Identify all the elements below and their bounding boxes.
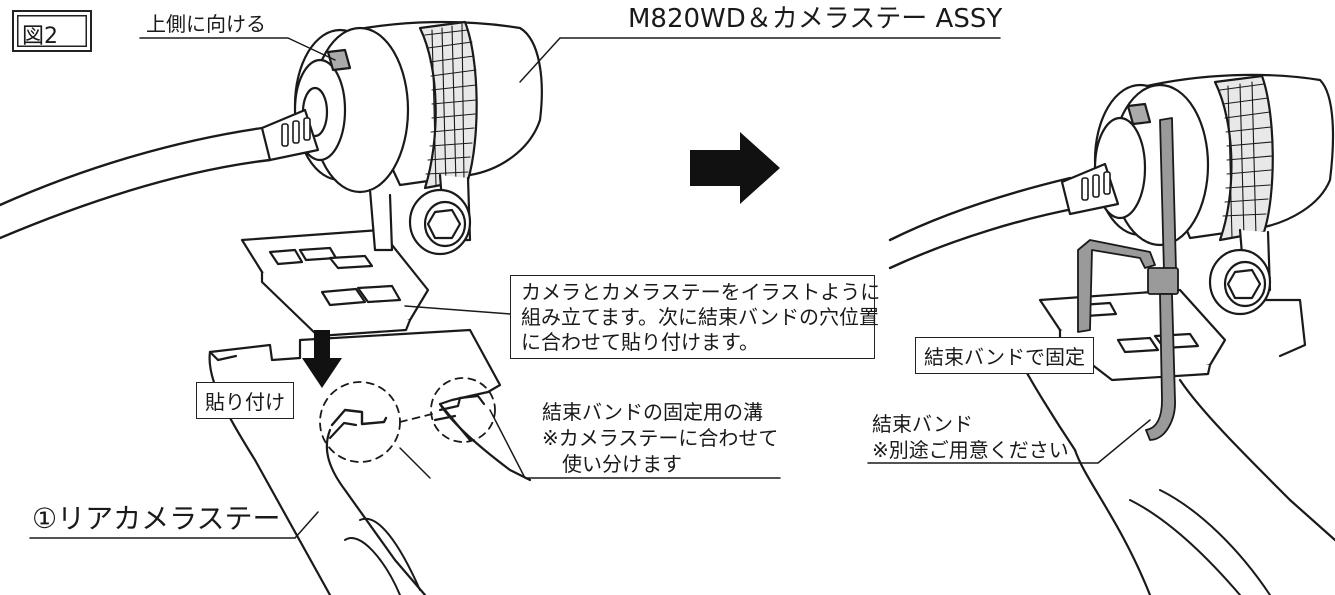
groove-title: 結束バンドの固定用の溝 xyxy=(542,400,763,424)
face-up-label: 上側に向ける xyxy=(146,12,266,36)
camera-plate-left xyxy=(240,228,430,338)
band-note: ※別途ご用意ください xyxy=(872,438,1069,462)
band-label: 結束バンド xyxy=(872,412,973,436)
camera-body-right xyxy=(1060,73,1335,247)
instruction-line-2: 組み立てます。次に結束バンドの穴位置 xyxy=(521,305,879,329)
attach-label: 貼り付け xyxy=(196,382,294,419)
camera-body-left xyxy=(260,20,543,194)
camera-cable-left xyxy=(0,126,272,240)
right-arrow xyxy=(690,132,780,204)
instruction-line-1: カメラとカメラステーをイラストように xyxy=(521,280,881,304)
camera-cable-right xyxy=(888,176,1080,270)
cable-tie xyxy=(1077,117,1179,441)
rear-camera-stay-left xyxy=(208,328,532,595)
rear-stay-label: ①リアカメラステー xyxy=(32,502,281,535)
rear-camera-stay-right xyxy=(1018,298,1335,595)
figure-label: 図2 xyxy=(12,10,92,52)
groove-note-1: ※カメラステーに合わせて xyxy=(542,426,779,450)
leader-lines xyxy=(29,37,1151,539)
assy-label: M820WD＆カメラステー ASSY xyxy=(628,4,1003,34)
down-arrow xyxy=(302,330,342,388)
groove-note-2: 使い分けます xyxy=(562,452,682,476)
instruction-line-3: に合わせて貼り付けます。 xyxy=(521,330,759,354)
fix-with-band-label: 結束バンドで固定 xyxy=(915,337,1094,374)
band-grooves xyxy=(319,377,496,463)
mount-knob-left xyxy=(368,173,472,256)
instruction-box: カメラとカメラステーをイラストように 組み立てます。次に結束バンドの穴位置 に合… xyxy=(510,275,881,359)
mount-knob-right xyxy=(1208,228,1272,316)
